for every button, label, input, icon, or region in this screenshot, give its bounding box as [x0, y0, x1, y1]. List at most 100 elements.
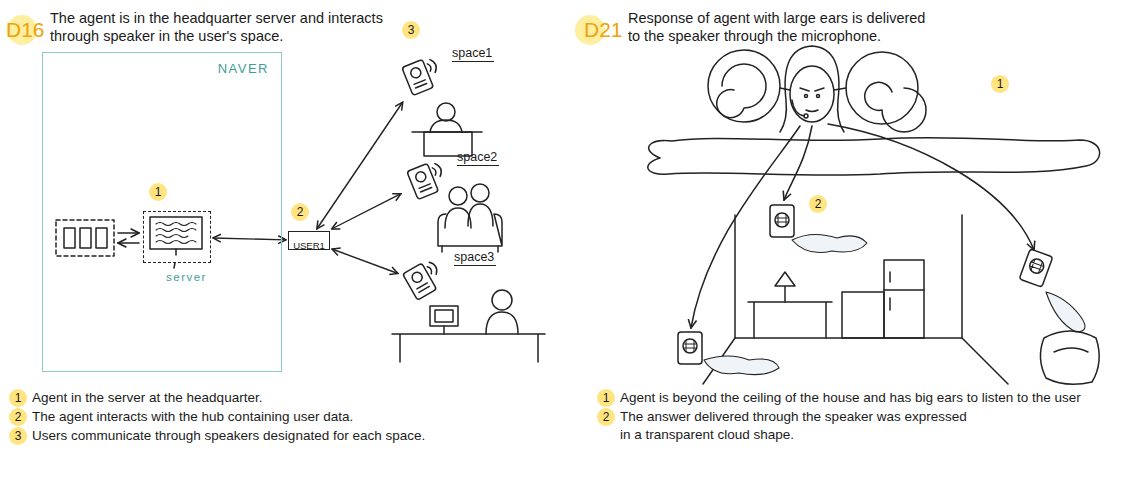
speaker-icon	[426, 58, 438, 74]
speaker-icon	[426, 260, 439, 276]
figure-id: D16	[6, 18, 45, 42]
panel-title: The agent is in the headquarter server a…	[50, 9, 395, 45]
sync-arrows	[118, 242, 139, 244]
server-screen	[150, 217, 202, 268]
left-sketch	[7, 15, 545, 362]
agent-figure	[805, 95, 808, 98]
voice-arrows	[828, 124, 1034, 250]
agent-figure	[817, 95, 820, 98]
speaker-icon	[1019, 249, 1052, 287]
speaker-icon	[678, 332, 702, 364]
server-screen	[156, 241, 196, 244]
speaker-icon	[678, 332, 702, 364]
agent-figure	[792, 100, 804, 116]
speaker-icon	[1019, 249, 1052, 287]
speaker-icon	[1029, 258, 1044, 273]
callout-number: 3	[9, 427, 27, 445]
server-screen	[156, 235, 188, 238]
room-outline	[748, 302, 832, 338]
people-on-couch	[445, 208, 471, 228]
speaker-icon	[683, 339, 697, 353]
speaker-node: space3	[400, 260, 442, 304]
person-at-desk	[443, 326, 445, 334]
speaker-icon	[402, 55, 443, 95]
room-outline	[703, 215, 1008, 384]
voice-cloud	[792, 234, 867, 252]
speaker-icon	[419, 184, 432, 192]
leader-line	[174, 263, 175, 268]
speaker-icon	[414, 80, 427, 88]
room-outline	[703, 338, 1008, 384]
callout-number: 2	[809, 195, 827, 213]
callout-number: 2	[597, 408, 615, 426]
people-on-couch	[438, 214, 502, 246]
callout-number: 3	[402, 21, 420, 39]
person-at-podium	[412, 103, 482, 156]
room-outline	[775, 272, 795, 302]
callout-number: 1	[9, 389, 27, 407]
server-screen	[156, 223, 196, 226]
room-outline	[735, 215, 962, 338]
speaker-icon	[431, 162, 443, 178]
data-store-box	[56, 220, 114, 256]
agent-figure	[708, 50, 780, 122]
connector-arrow	[332, 194, 401, 229]
speaker-icon	[407, 159, 448, 199]
person-at-podium	[437, 103, 455, 121]
ceiling-cloud	[648, 138, 1100, 176]
person-at-desk	[492, 290, 512, 310]
armchair	[1040, 331, 1099, 384]
person-at-desk	[435, 310, 453, 322]
voice-arrows	[691, 126, 800, 328]
agent-figure	[806, 110, 818, 112]
sync-arrows	[118, 232, 139, 234]
headquarter-region: NAVER server	[42, 52, 282, 372]
agent-figure	[708, 46, 926, 132]
space-name: space1	[452, 46, 494, 62]
person-at-desk	[392, 334, 545, 362]
speaker-icon	[776, 214, 788, 226]
speaker-node: space2	[403, 160, 445, 204]
voice-arrows	[784, 126, 812, 200]
speaker-icon	[403, 263, 437, 300]
figure-id: D21	[584, 18, 623, 42]
speaker-icon	[403, 258, 446, 300]
panel-title: Response of agent with large ears is del…	[628, 9, 934, 45]
note-text: Users communicate through speakers desig…	[32, 427, 562, 445]
armchair	[1054, 348, 1088, 352]
room-outline	[884, 272, 924, 310]
note-text: The answer delivered through the speaker…	[620, 408, 972, 444]
region-name: NAVER	[218, 61, 269, 76]
callout-number: 1	[597, 389, 615, 407]
space-name: space2	[457, 150, 499, 166]
sync-arrows	[118, 233, 139, 243]
agent-figure	[717, 64, 766, 118]
agent-figure	[804, 114, 808, 118]
speaker-icon	[684, 340, 696, 352]
data-store-box	[64, 228, 75, 248]
server-screen	[156, 229, 196, 232]
data-store-box	[56, 220, 114, 256]
server-screen	[175, 249, 177, 255]
callout-number: 1	[149, 183, 167, 201]
voice-arrows	[691, 124, 1034, 328]
people-on-couch	[471, 184, 489, 202]
agent-figure	[790, 66, 834, 122]
data-store-box	[96, 228, 107, 248]
speaker-icon	[417, 283, 429, 292]
server-box: server	[143, 211, 211, 263]
armchair	[1040, 331, 1099, 384]
connector-arrow	[317, 102, 403, 229]
agent-figure	[865, 82, 926, 132]
connector-arrow	[213, 238, 286, 240]
people-on-couch	[438, 184, 502, 252]
space-name: space3	[454, 250, 496, 266]
speaker-icon	[770, 205, 794, 237]
room-outline	[884, 260, 924, 338]
person-at-desk	[430, 306, 458, 326]
speaker-icon	[1028, 257, 1046, 275]
note-text: The agent interacts with the hub contain…	[32, 408, 562, 426]
connector-arrow	[332, 249, 398, 273]
person-at-desk	[392, 290, 545, 362]
